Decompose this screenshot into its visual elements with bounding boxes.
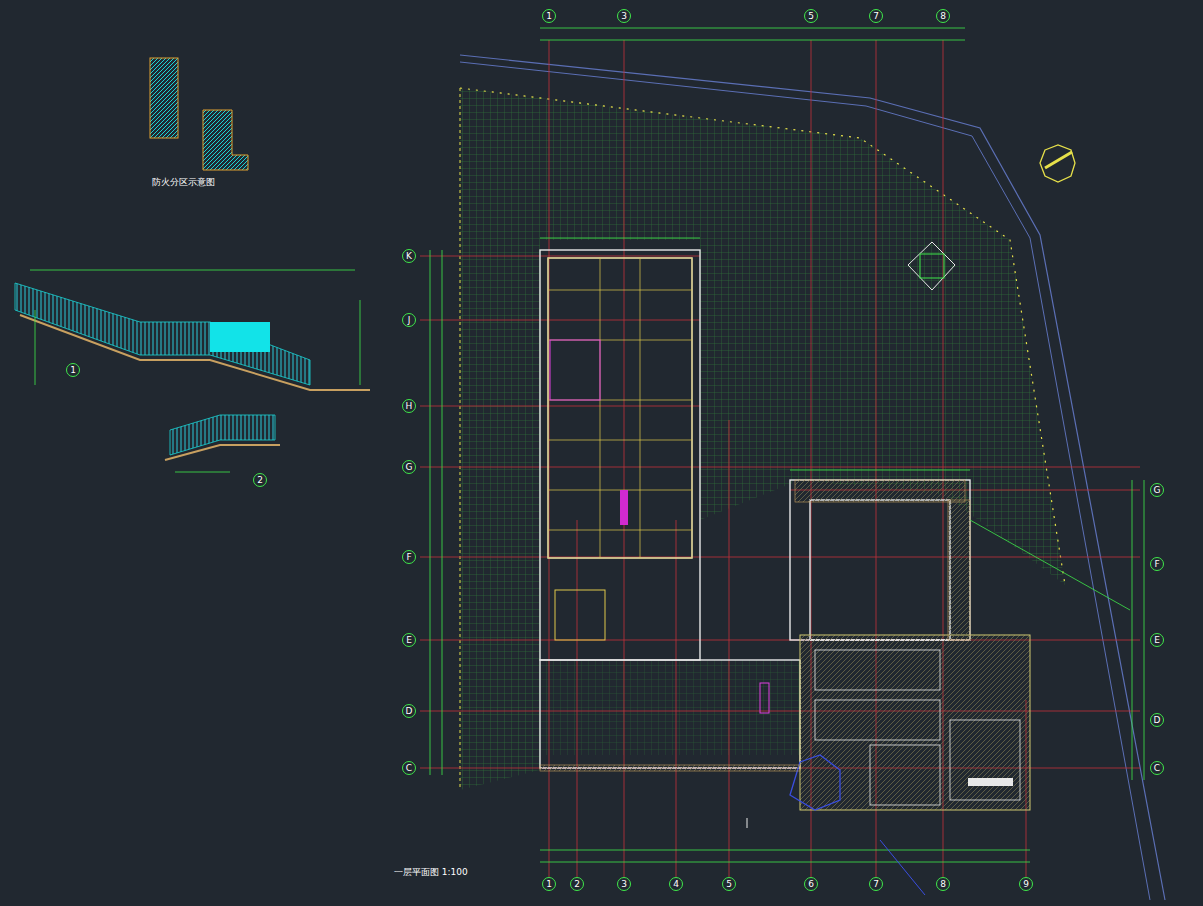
axis-label: E <box>406 636 412 645</box>
axis-bubble: 7 <box>869 877 883 891</box>
axis-label: H <box>406 402 413 411</box>
axis-label: 1 <box>546 880 552 889</box>
axis-label: 7 <box>873 12 879 21</box>
axis-label: 1 <box>546 12 552 21</box>
axis-bubble: 2 <box>570 877 584 891</box>
axis-label: E <box>1154 636 1160 645</box>
axis-bubble: J <box>402 313 416 327</box>
axis-label: 4 <box>673 880 679 889</box>
axis-label: 5 <box>808 12 814 21</box>
axis-label: 2 <box>257 476 263 485</box>
axis-label: 8 <box>940 880 946 889</box>
axis-label: G <box>406 463 413 472</box>
axis-bubble: 1 <box>66 363 80 377</box>
axis-bubble: 9 <box>1019 877 1033 891</box>
axis-label: G <box>1154 486 1161 495</box>
axis-label: 9 <box>1023 880 1029 889</box>
axis-bubble: E <box>402 633 416 647</box>
axis-label: 8 <box>940 12 946 21</box>
axis-label: 2 <box>574 880 580 889</box>
axis-label: D <box>406 707 413 716</box>
axis-label: D <box>1154 716 1161 725</box>
axis-bubble: 8 <box>936 877 950 891</box>
axis-bubble: 5 <box>804 9 818 23</box>
axis-bubble: E <box>1150 633 1164 647</box>
axis-bubble: F <box>1150 557 1164 571</box>
axis-label: 3 <box>621 12 627 21</box>
axis-bubble: 8 <box>936 9 950 23</box>
axis-bubble: G <box>402 460 416 474</box>
axis-label: 1 <box>70 366 76 375</box>
axis-bubble: 6 <box>804 877 818 891</box>
axis-bubble: 4 <box>669 877 683 891</box>
axis-bubble: 5 <box>722 877 736 891</box>
diagram-label: 防火分区示意图 <box>150 176 217 189</box>
axis-label: 3 <box>621 880 627 889</box>
axis-label: F <box>1154 560 1159 569</box>
axis-label: C <box>406 764 412 773</box>
axis-bubble: 1 <box>542 9 556 23</box>
axis-bubble: K <box>402 249 416 263</box>
axis-bubble: 3 <box>617 877 631 891</box>
axis-bubble: G <box>1150 483 1164 497</box>
axis-bubble: D <box>1150 713 1164 727</box>
axis-label: 5 <box>726 880 732 889</box>
axis-bubble: H <box>402 399 416 413</box>
axis-bubble: C <box>1150 761 1164 775</box>
axis-bubble: 7 <box>869 9 883 23</box>
axis-bubble: F <box>402 550 416 564</box>
axis-bubble: 3 <box>617 9 631 23</box>
axis-label: K <box>406 252 412 261</box>
axis-bubble: D <box>402 704 416 718</box>
axis-label: J <box>408 316 411 325</box>
axis-bubble: C <box>402 761 416 775</box>
axis-label: F <box>406 553 411 562</box>
drawing-title: 一层平面图 1:100 <box>392 866 470 879</box>
axis-bubble: 2 <box>253 473 267 487</box>
axis-bubble: 1 <box>542 877 556 891</box>
axis-label: 6 <box>808 880 814 889</box>
axis-label: C <box>1154 764 1160 773</box>
axis-label: 7 <box>873 880 879 889</box>
